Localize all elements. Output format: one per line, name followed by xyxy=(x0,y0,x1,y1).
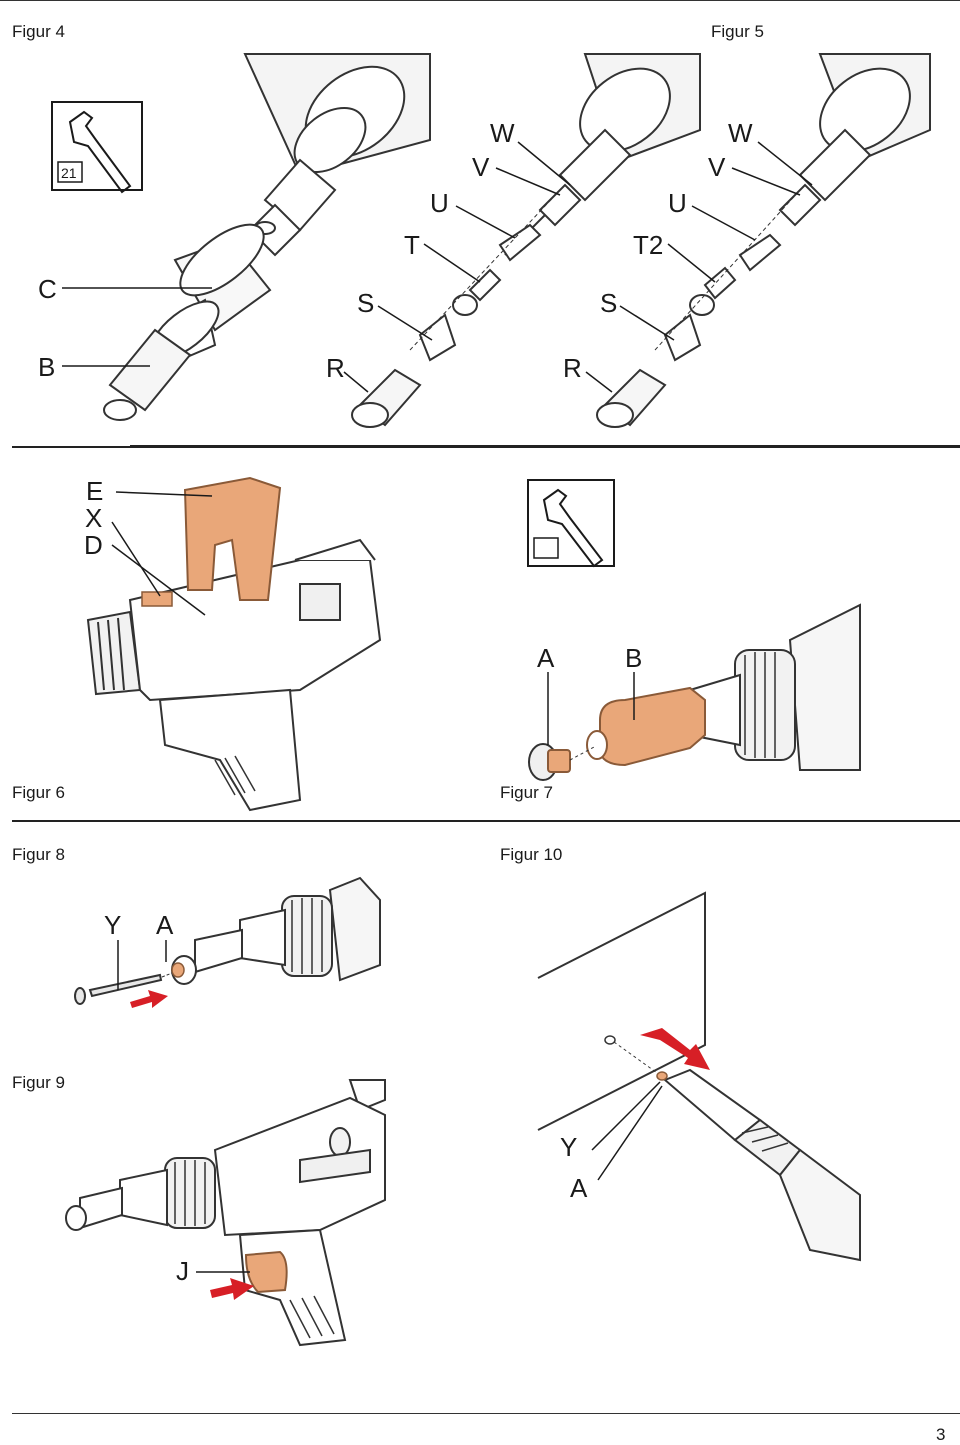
fig8-label-a: A xyxy=(156,910,174,940)
wrench-11-icon xyxy=(527,479,615,568)
top-rule xyxy=(0,0,960,1)
fig5-label-v-left: V xyxy=(472,152,490,182)
fig4-label-c: C xyxy=(38,274,57,304)
fig5-label-w-right: W xyxy=(728,118,753,148)
figure-4-title: Figur 4 xyxy=(12,22,65,41)
fig10-label-a: A xyxy=(570,1173,588,1203)
fig5-label-v-right: V xyxy=(708,152,726,182)
fig5-label-s-left: S xyxy=(357,288,375,318)
figure-5-title: Figur 5 xyxy=(711,22,764,41)
fig5-label-u-left: U xyxy=(430,188,449,218)
fig4-label-b: B xyxy=(38,352,56,382)
fig5-label-r-left: R xyxy=(326,353,345,383)
figure-8-title: Figur 8 xyxy=(12,845,65,864)
fig7-label-a: A xyxy=(537,643,555,673)
fig6-label-x: X xyxy=(85,503,103,533)
fig9-label-j: J xyxy=(176,1256,189,1286)
figure-9-title: Figur 9 xyxy=(12,1073,65,1092)
page-number: 3 xyxy=(936,1425,946,1444)
wrench-size-label: 21 xyxy=(61,165,77,181)
figure-7-title: Figur 7 xyxy=(500,783,553,802)
fig5-label-u-right: U xyxy=(668,188,687,218)
wrench-21-icon xyxy=(51,101,143,194)
bottom-rule xyxy=(12,1413,960,1414)
fig7-label-b: B xyxy=(625,643,643,673)
fig5-label-w-left: W xyxy=(490,118,515,148)
fig10-label-y: Y xyxy=(560,1132,578,1162)
fig5-label-s-right: S xyxy=(600,288,618,318)
fig5-label-t: T xyxy=(404,230,420,260)
fig5-label-r-right: R xyxy=(563,353,582,383)
figure-10-title: Figur 10 xyxy=(500,845,563,864)
fig6-label-e: E xyxy=(86,476,104,506)
fig6-label-d: D xyxy=(84,530,103,560)
fig5-label-t2: T2 xyxy=(633,230,664,260)
section-rule-2 xyxy=(12,820,960,822)
figure-6-title: Figur 6 xyxy=(12,783,65,802)
fig8-label-y: Y xyxy=(104,910,122,940)
